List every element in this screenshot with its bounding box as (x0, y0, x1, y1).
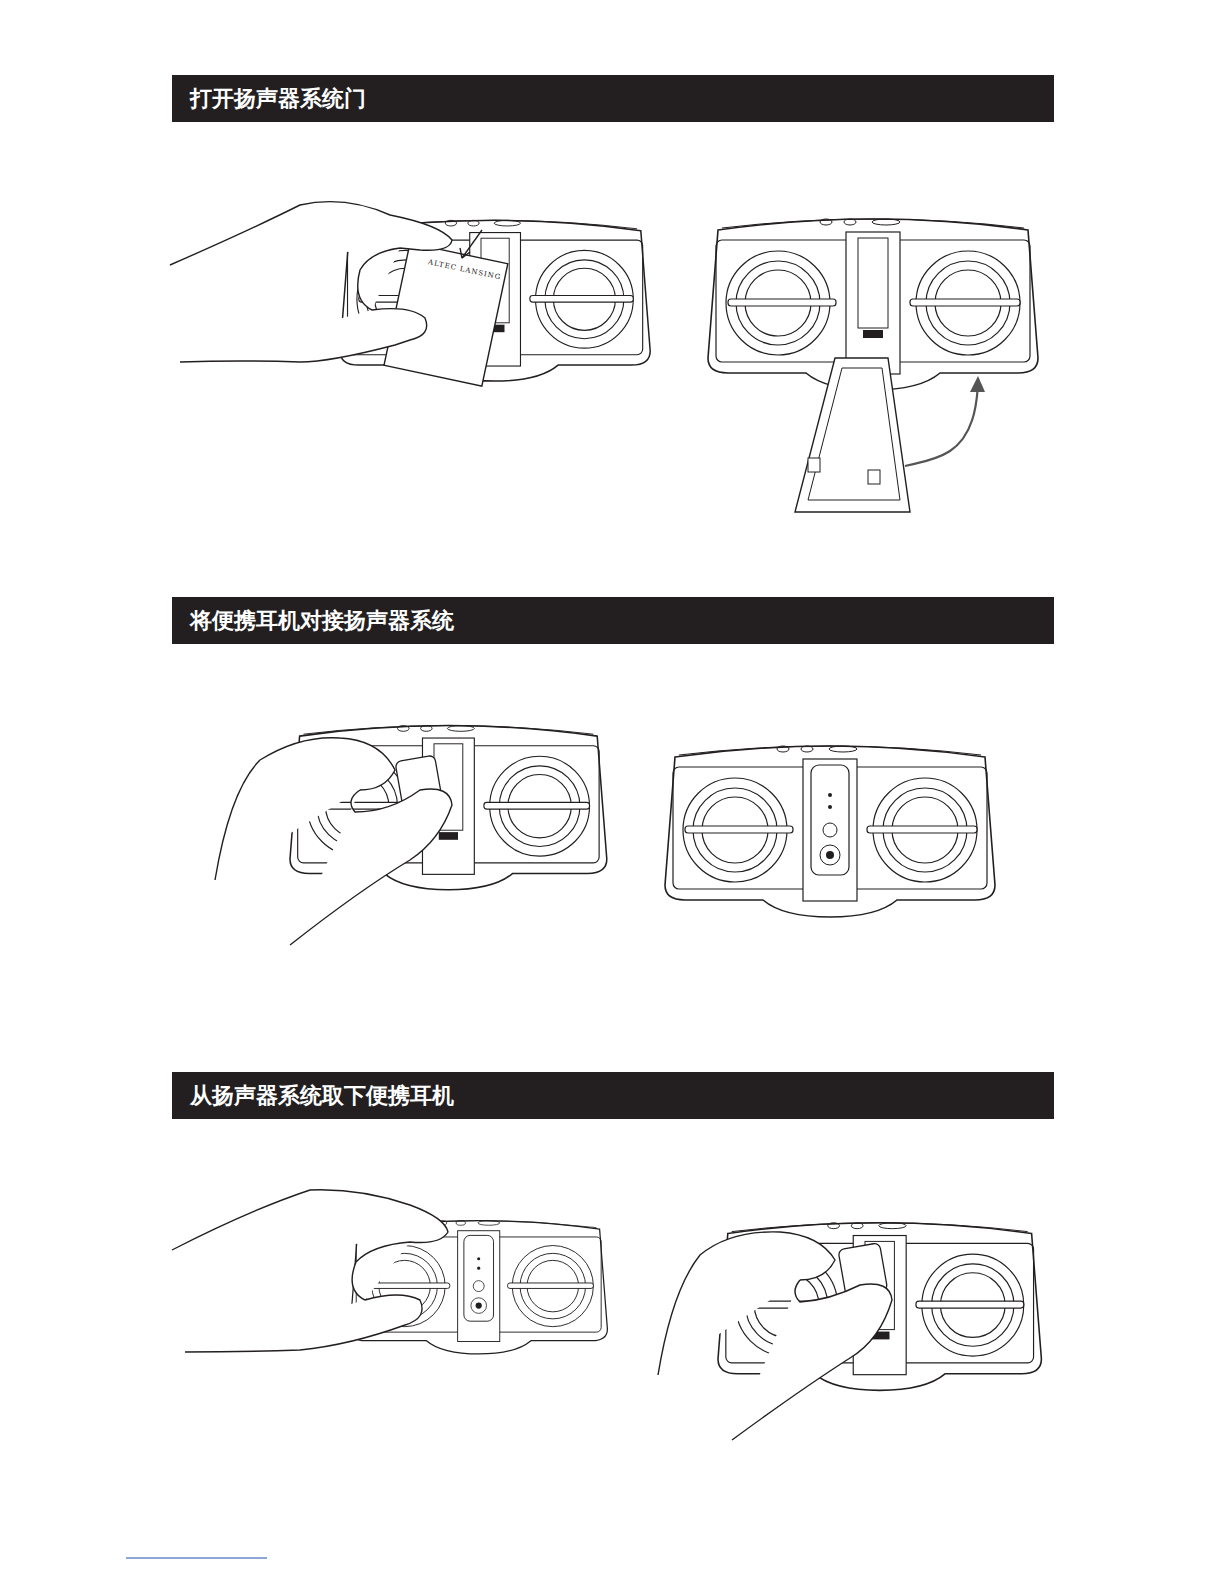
hand (215, 738, 452, 945)
section-heading: 将便携耳机对接扬声器系统 (190, 606, 454, 636)
arrow (905, 385, 978, 466)
hand (172, 1190, 448, 1352)
section-band: 从扬声器系统取下便携耳机 (172, 1072, 1054, 1119)
footer-rule (126, 1557, 267, 1558)
open-door (795, 358, 910, 512)
section-band: 将便携耳机对接扬声器系统 (172, 597, 1054, 644)
speaker-system (665, 746, 995, 917)
hand (658, 1232, 892, 1440)
section-heading: 打开扬声器系统门 (190, 84, 366, 114)
section-heading: 从扬声器系统取下便携耳机 (190, 1081, 454, 1111)
hand (170, 202, 452, 362)
section-band: 打开扬声器系统门 (172, 75, 1054, 122)
